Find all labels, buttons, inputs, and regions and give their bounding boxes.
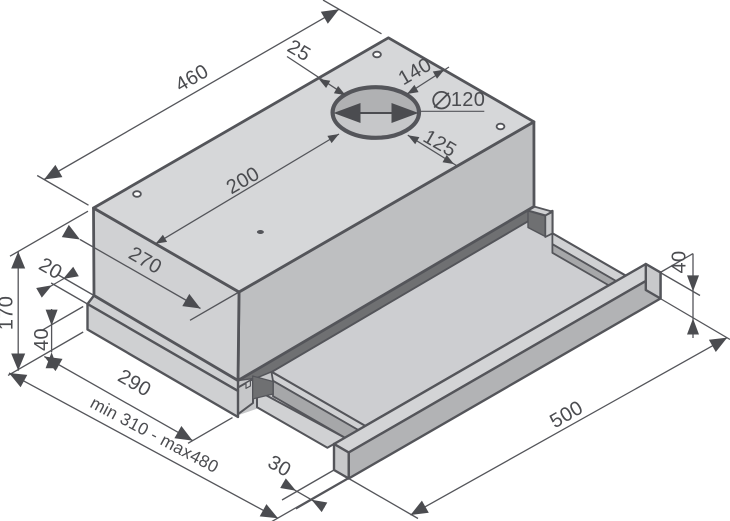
svg-text:40: 40 xyxy=(31,328,53,351)
svg-text:40: 40 xyxy=(668,251,690,274)
svg-text:120: 120 xyxy=(451,89,485,111)
svg-text:170: 170 xyxy=(0,296,17,330)
